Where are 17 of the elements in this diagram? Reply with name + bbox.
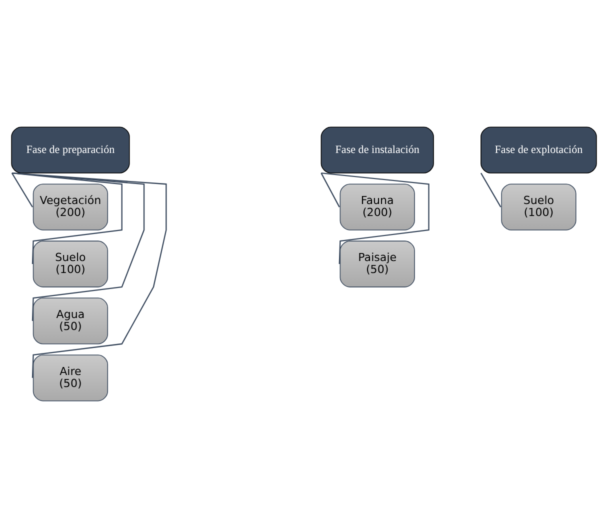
connector [11, 172, 34, 207]
node-box: Agua (50) [32, 297, 108, 344]
node-box: Fase de preparación [11, 126, 130, 173]
node-box: Vegetación (200) [32, 183, 108, 230]
node-box: Suelo (100) [32, 240, 108, 287]
connector [480, 172, 502, 207]
node-box: Paisaje (50) [340, 240, 415, 287]
node-box: Fase de instalación [320, 126, 434, 173]
connector [12, 172, 145, 320]
node-box: Fase de explotación [480, 126, 597, 173]
connector [12, 172, 122, 264]
node-box: Fauna (200) [340, 183, 415, 230]
connector [320, 172, 340, 207]
node-box: Aire (50) [32, 354, 108, 401]
node-box: Suelo (100) [501, 183, 576, 230]
connector [321, 172, 430, 264]
connector [12, 172, 167, 378]
